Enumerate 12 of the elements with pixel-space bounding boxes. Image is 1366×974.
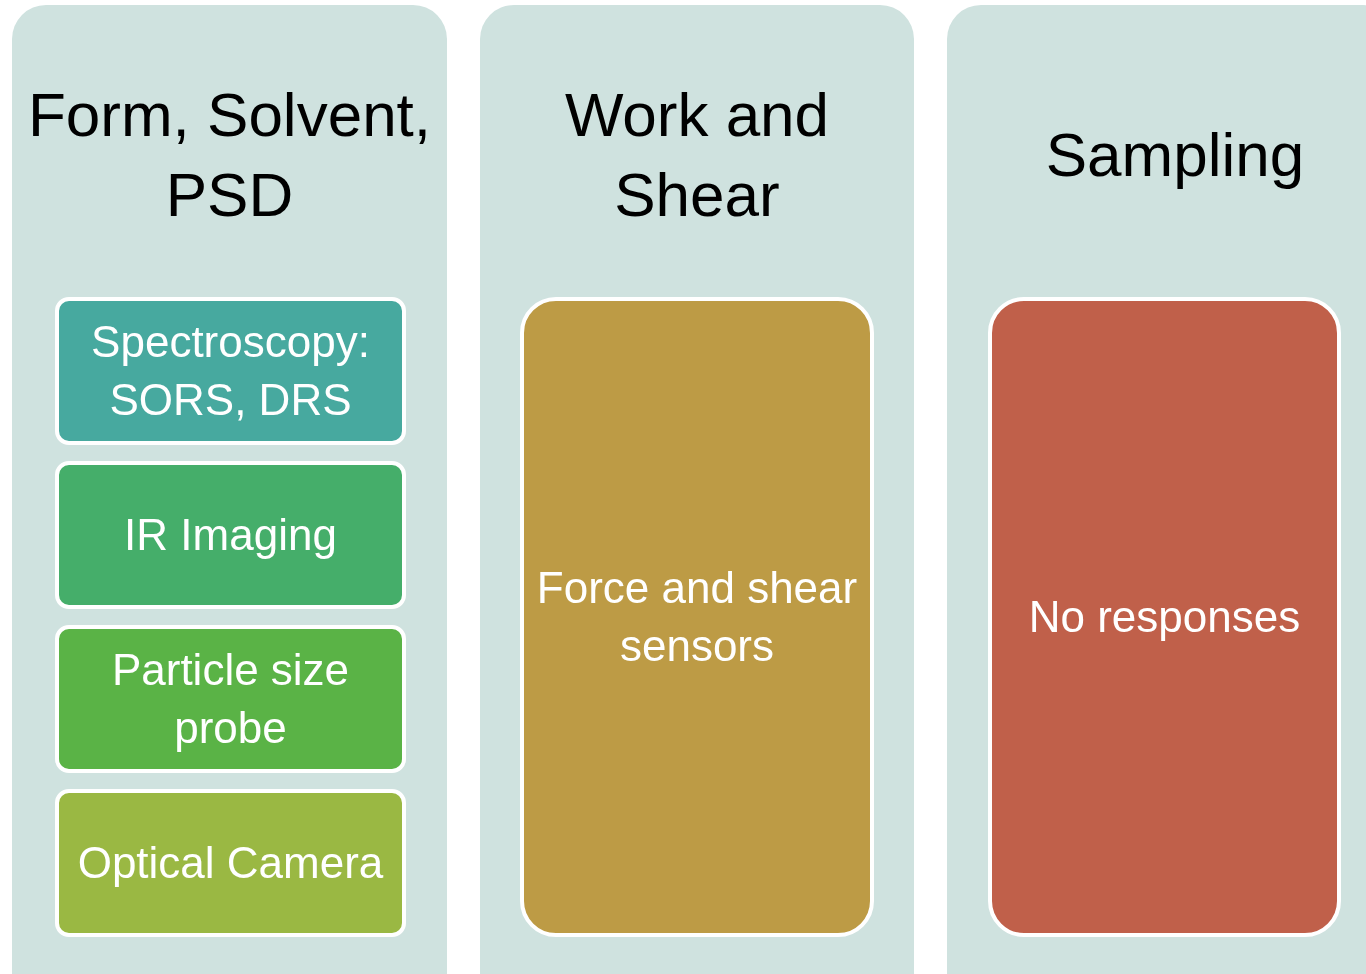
panel-heading: Work and Shear <box>563 79 831 231</box>
category-panel <box>12 5 447 974</box>
method-box: Spectroscopy: SORS, DRS <box>55 297 406 445</box>
panel-heading: Sampling <box>1044 119 1306 191</box>
method-box: IR Imaging <box>55 461 406 609</box>
category-panel <box>947 5 1366 974</box>
category-panel <box>480 5 914 974</box>
method-box: Particle size probe <box>55 625 406 773</box>
method-box: Optical Camera <box>55 789 406 937</box>
method-box: No responses <box>988 297 1341 937</box>
panel-heading: Form, Solvent, PSD <box>26 79 433 231</box>
method-box: Force and shear sensors <box>520 297 874 937</box>
